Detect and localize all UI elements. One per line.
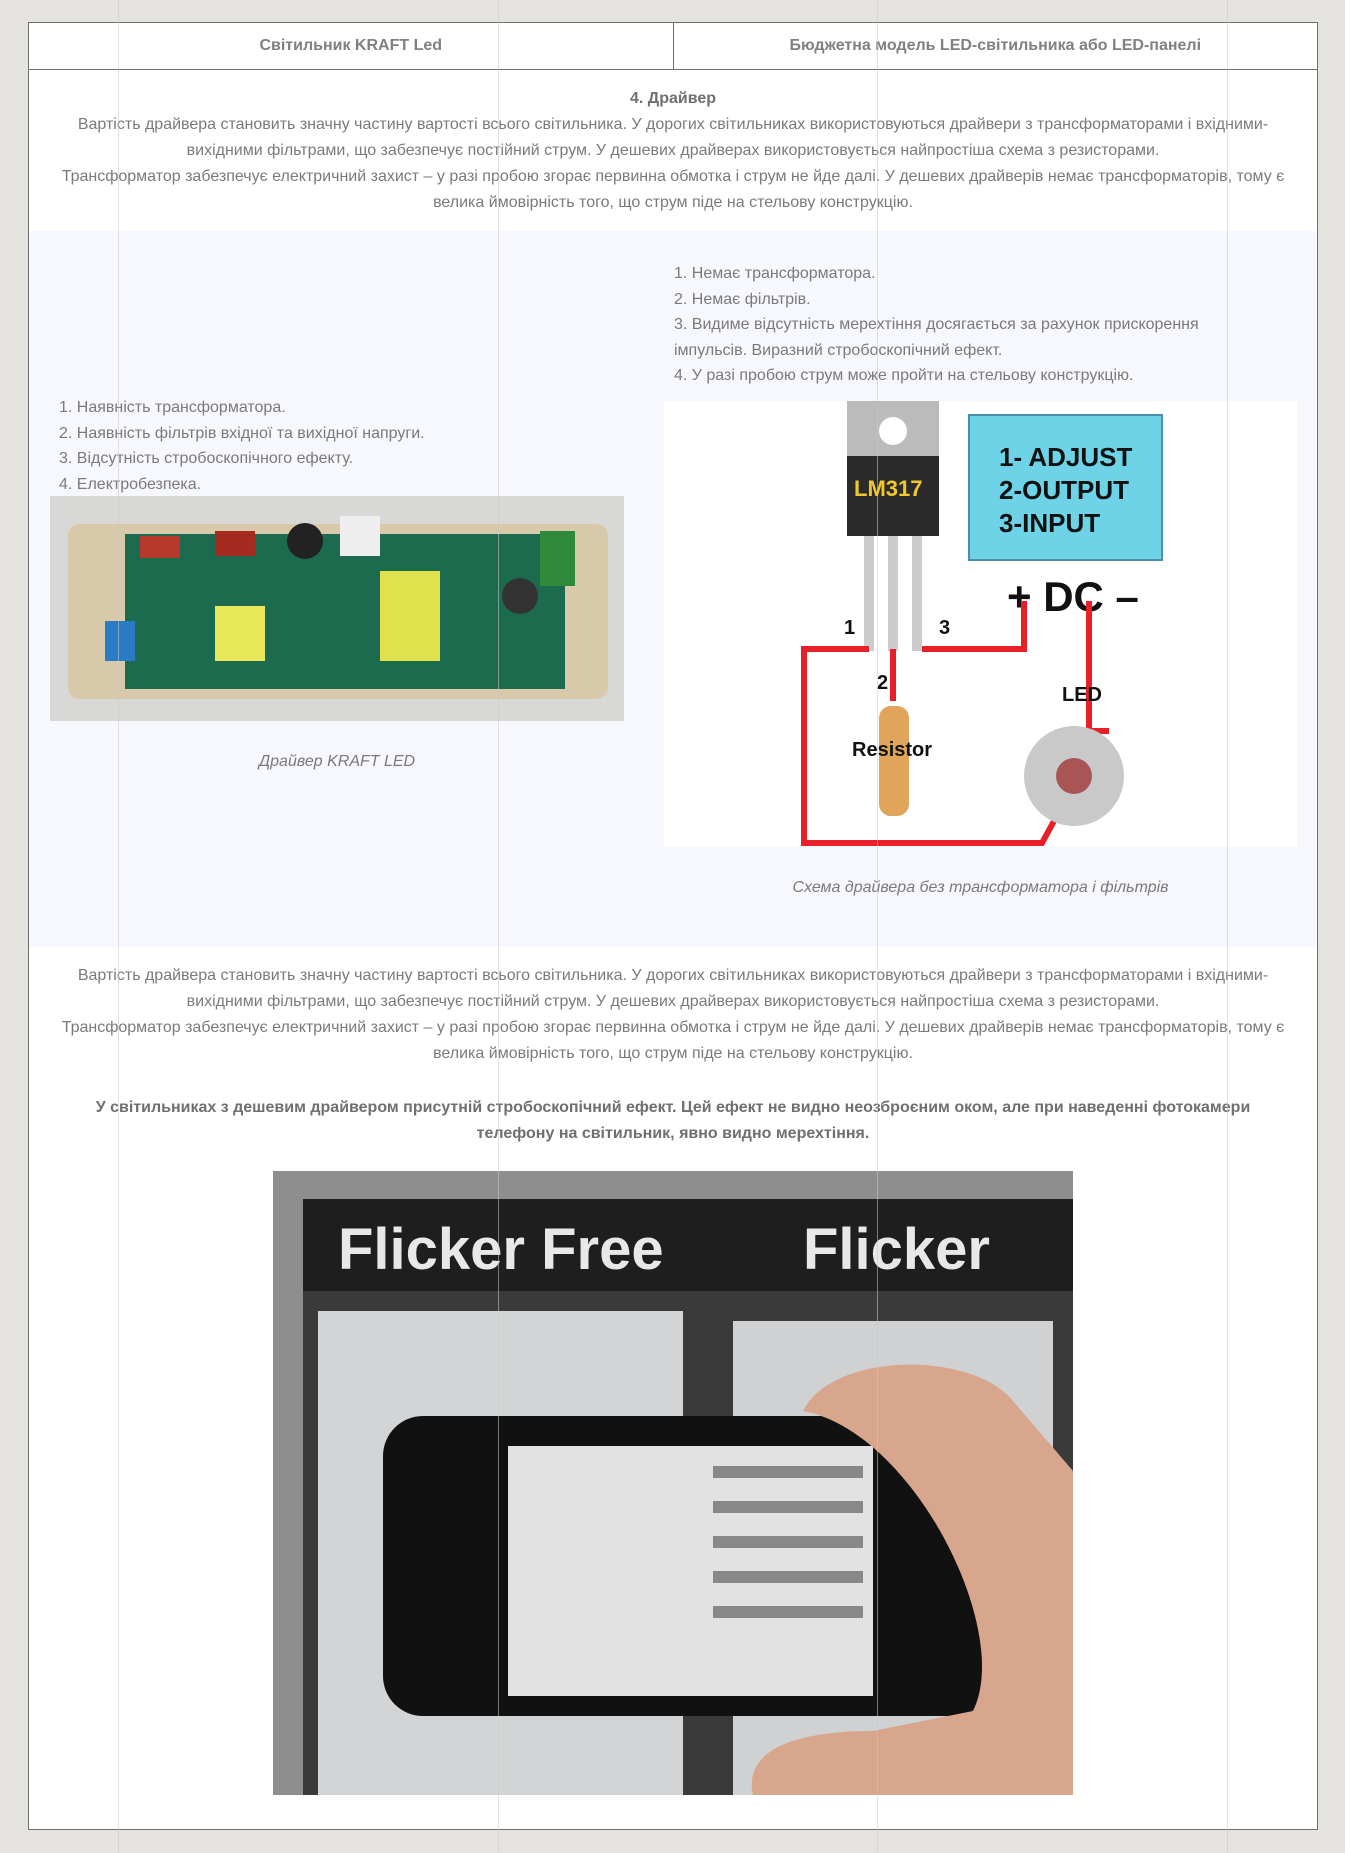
- pin-number: 3: [939, 617, 950, 639]
- chip-label: LM317: [854, 476, 922, 501]
- flicker-label: Flicker: [803, 1217, 990, 1282]
- kraft-driver-photo: [50, 496, 624, 721]
- intro-paragraph: Вартість драйвера становить значну части…: [77, 116, 1269, 159]
- section-title: 4. Драйвер: [630, 90, 716, 107]
- budget-features: 1. Немає трансформатора. 2. Немає фільтр…: [674, 261, 1234, 389]
- list-item: 3. Відсутність стробоскопічного ефекту.: [59, 450, 354, 467]
- flicker-free-label: Flicker Free: [338, 1217, 664, 1282]
- intro-paragraph: Трансформатор забезпечує електричний зах…: [61, 168, 1285, 211]
- lm317-circuit-diagram: LM317 1- ADJUST 2-OUTPUT 3-INPUT + DC – …: [664, 401, 1297, 847]
- resistor-label: Resistor: [852, 739, 932, 761]
- list-item: 2. Наявність фільтрів вхідної та вихідно…: [59, 424, 425, 442]
- list-item: 1. Наявність трансформатора.: [59, 399, 286, 416]
- list-item: 2. Немає фільтрів.: [674, 290, 811, 308]
- comparison-row: 1. Наявність трансформатора. 2. Наявніст…: [29, 231, 1317, 947]
- list-item: 3. Видиме відсутність мерехтіння досягає…: [674, 316, 1199, 359]
- kraft-features: 1. Наявність трансформатора. 2. Наявніст…: [59, 395, 425, 497]
- comparison-table: Світильник KRAFT Led Бюджетна модель LED…: [28, 22, 1318, 1830]
- pin-number: 2: [877, 672, 888, 694]
- flicker-comparison-photo: Flicker Free Flicker: [273, 1171, 1073, 1795]
- bottom-paragraph: Вартість драйвера становить значну части…: [77, 967, 1269, 1010]
- kraft-caption: Драйвер KRAFT LED: [258, 753, 416, 770]
- list-item: 1. Немає трансформатора.: [674, 265, 876, 282]
- pin-label: 1- ADJUST: [999, 442, 1133, 472]
- pin-label: 3-INPUT: [999, 508, 1100, 538]
- header-kraft: Світильник KRAFT Led: [29, 23, 674, 69]
- dc-label: + DC –: [1007, 573, 1139, 620]
- pin-number: 1: [844, 617, 855, 639]
- list-item: 4. У разі пробою струм може пройти на ст…: [674, 367, 1134, 384]
- header-budget: Бюджетна модель LED-світильника або LED-…: [789, 37, 1202, 54]
- list-item: 4. Електробезпека.: [59, 475, 202, 493]
- flicker-note: У світильниках з дешевим драйвером прису…: [95, 1099, 1251, 1142]
- bottom-paragraph: Трансформатор забезпечує електричний зах…: [61, 1019, 1285, 1062]
- table-header: Світильник KRAFT Led Бюджетна модель LED…: [29, 23, 1317, 70]
- budget-caption: Схема драйвера без трансформатора і філь…: [792, 879, 1169, 896]
- pin-label: 2-OUTPUT: [999, 475, 1129, 505]
- led-label: LED: [1062, 684, 1102, 706]
